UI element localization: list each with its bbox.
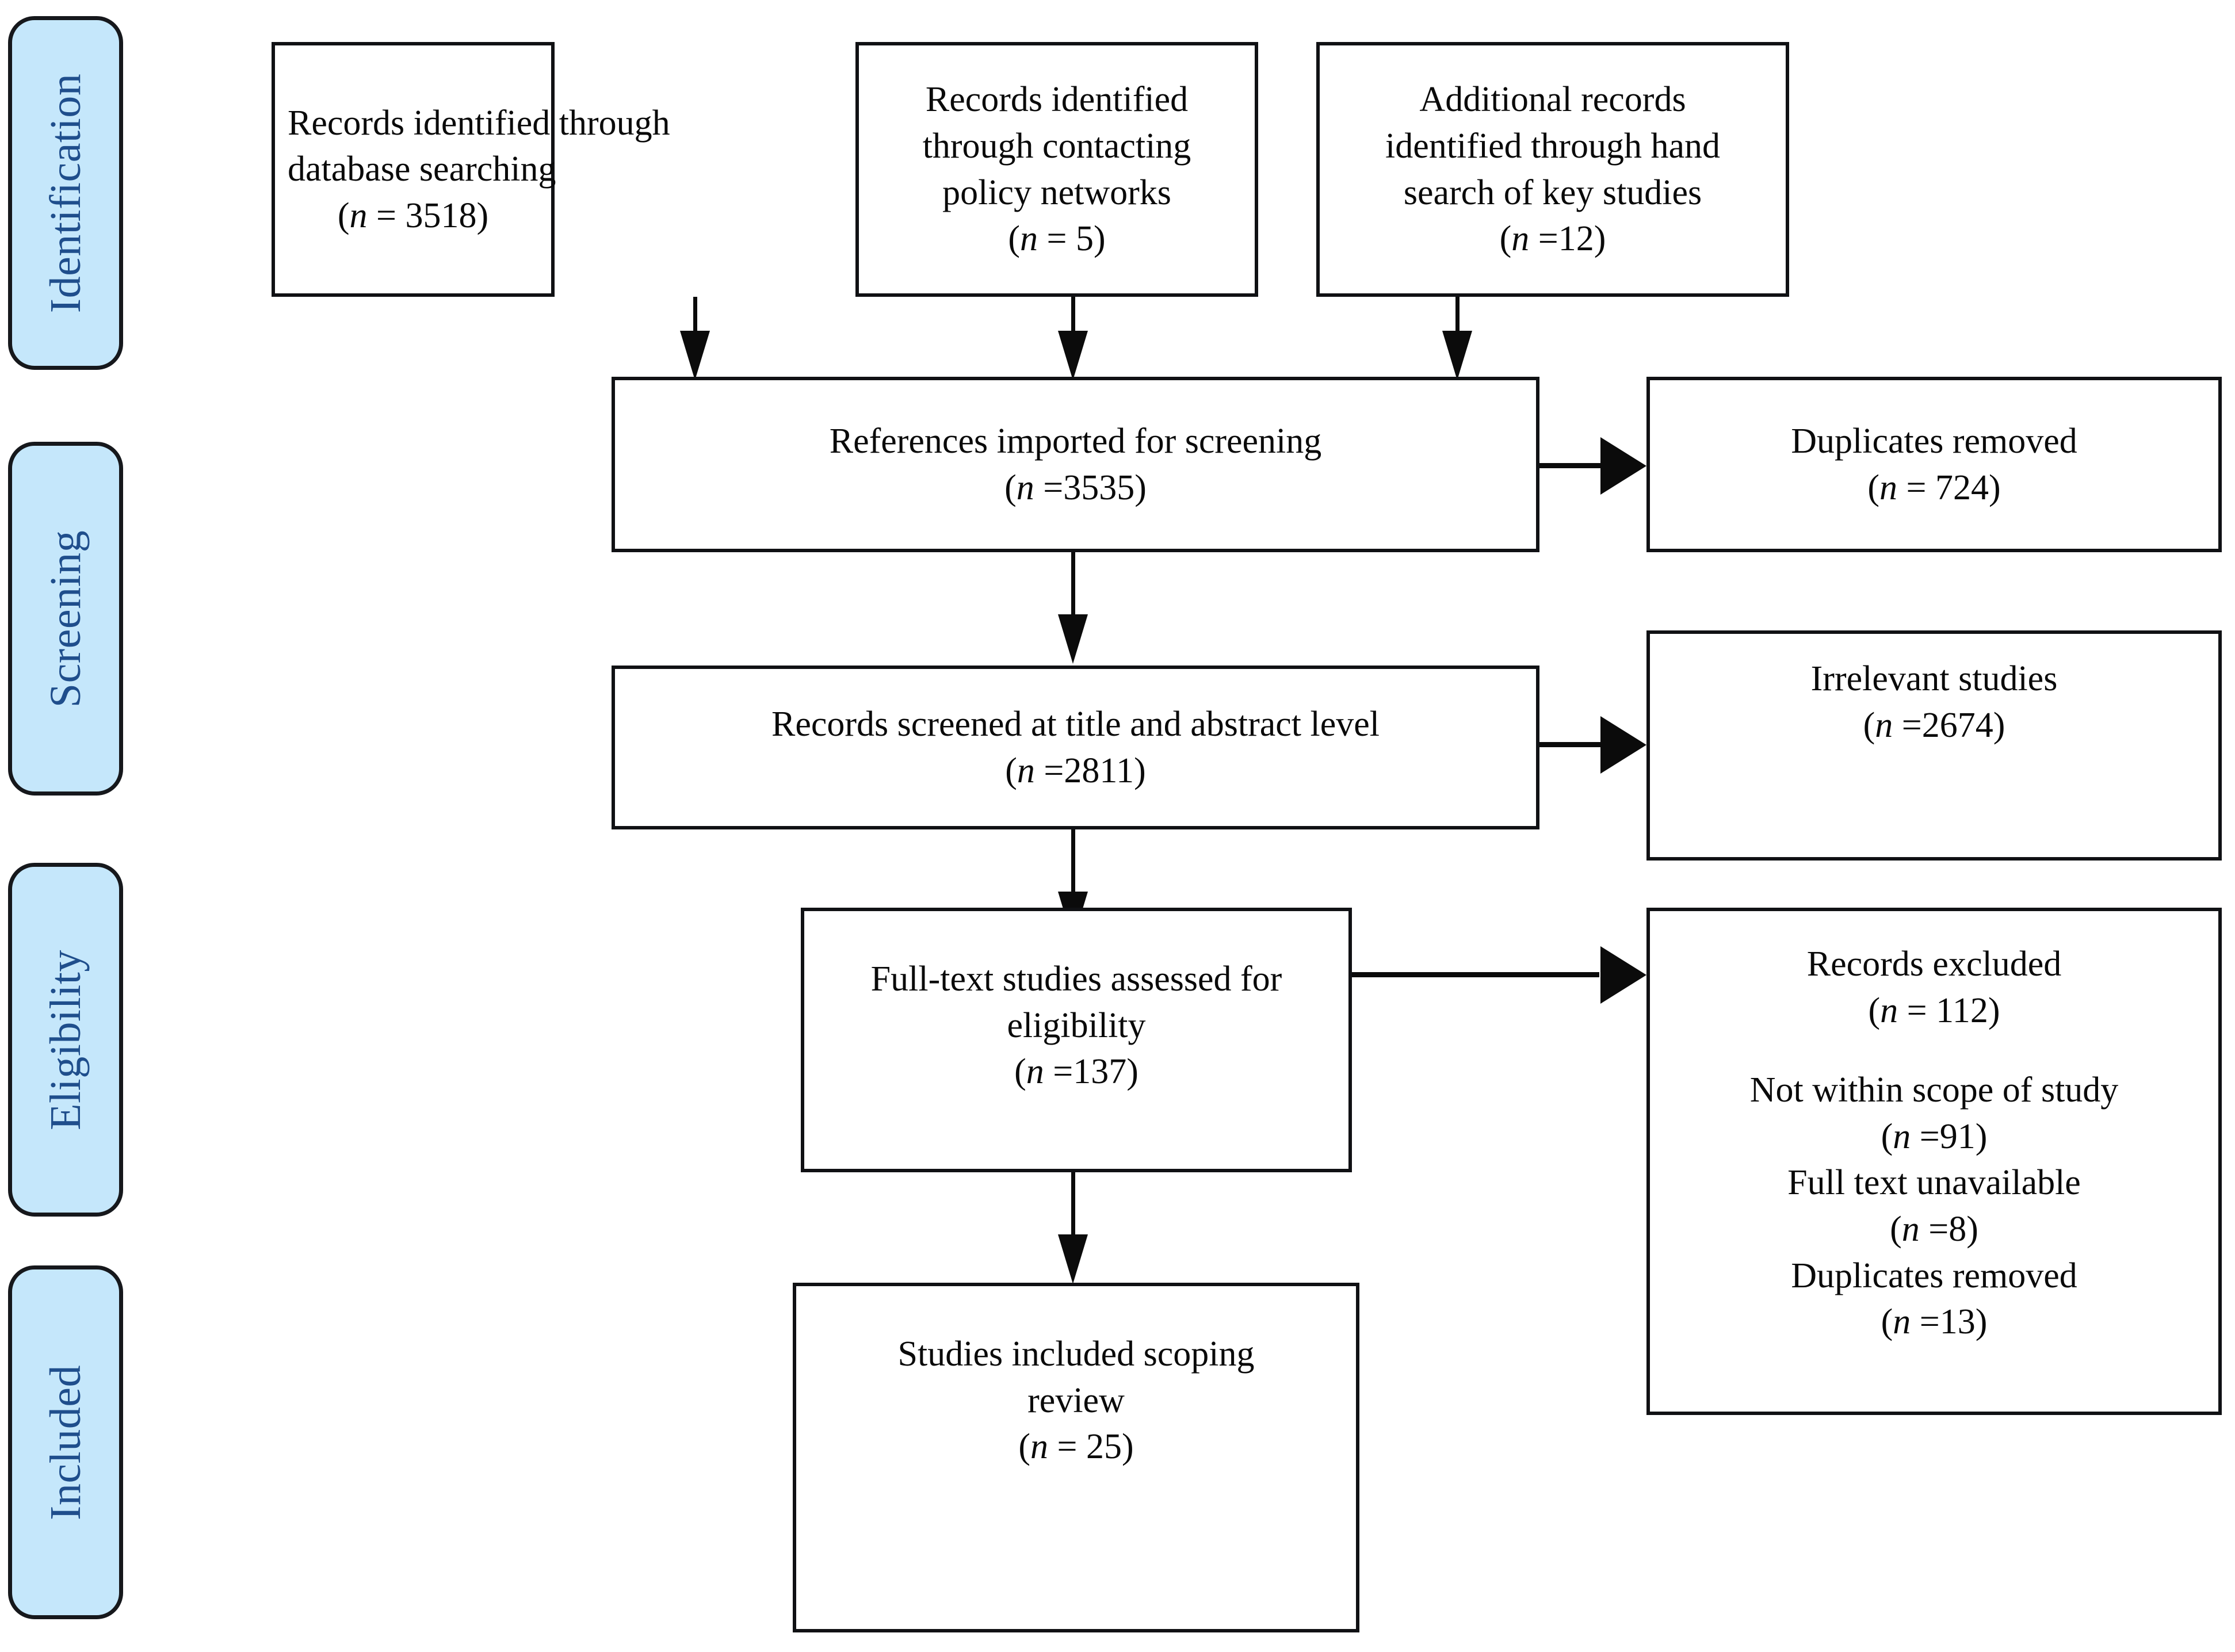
count-line: (n = 724)	[1867, 468, 2001, 507]
arrow-fulltext-to-excluded-head	[1600, 946, 1646, 1004]
stage-pill-included: Included	[8, 1265, 123, 1619]
excluded-reason-3-label: Duplicates removed	[1791, 1256, 2077, 1295]
stage-pill-eligibility: Eligibility	[8, 863, 123, 1217]
arrow-database-to-imported-stem	[693, 297, 697, 358]
stage-label-identification: Identification	[41, 73, 90, 313]
arrow-screened-to-irrelevant-stem	[1539, 742, 1640, 747]
arrow-database-to-imported-head	[680, 331, 710, 380]
count-line: (n =2811)	[1005, 751, 1146, 790]
count-line: (n =137)	[1014, 1052, 1138, 1092]
box-text-database-searching: Records identified through database sear…	[275, 100, 670, 239]
line-1: Records identified	[925, 80, 1189, 120]
line-2: identified through hand	[1385, 126, 1720, 166]
box-records-policy-networks: Records identified through contacting po…	[855, 42, 1258, 297]
line-2: through contacting	[922, 126, 1191, 166]
box-text-hand-search: Additional records identified through ha…	[1320, 77, 1786, 262]
arrow-policy-to-imported-head	[1058, 331, 1088, 380]
excluded-reason-1-label: Not within scope of study	[1749, 1070, 2119, 1110]
arrow-fulltext-to-excluded-stem	[1352, 972, 1599, 977]
box-records-hand-search: Additional records identified through ha…	[1316, 42, 1789, 297]
box-text-studies-included: Studies included scoping review (n = 25)	[796, 1286, 1356, 1470]
box-records-database-searching: Records identified through database sear…	[272, 42, 670, 297]
excluded-heading-count: (n = 112)	[1868, 991, 2000, 1030]
box-fulltext-assessed: Full-text studies assessed for eligibili…	[801, 908, 1352, 1172]
box-text-records-screened: Records screened at title and abstract l…	[615, 701, 1536, 794]
arrow-fulltext-to-included-stem	[1071, 1172, 1075, 1256]
box-records-excluded: Records excluded (n = 112) Not within sc…	[1646, 908, 2222, 1415]
arrow-hand-to-imported-head	[1442, 331, 1472, 380]
arrow-fulltext-to-included-head	[1058, 1234, 1088, 1284]
arrow-screened-to-fulltext-stem	[1071, 829, 1075, 913]
box-irrelevant-studies: Irrelevant studies (n =2674)	[1646, 630, 2222, 861]
count-line: (n =3535)	[1004, 468, 1147, 507]
line-1: Irrelevant studies	[1810, 659, 2058, 698]
count-line: (n = 25)	[1018, 1427, 1134, 1467]
box-duplicates-removed: Duplicates removed (n = 724)	[1646, 377, 2222, 552]
stage-pill-identification: Identification	[8, 16, 123, 370]
box-studies-included: Studies included scoping review (n = 25)	[793, 1283, 1359, 1632]
line-3: policy networks	[942, 173, 1171, 212]
line-2: database searching	[288, 150, 556, 189]
arrow-screened-to-irrelevant-head	[1600, 716, 1646, 774]
box-text-irrelevant-studies: Irrelevant studies (n =2674)	[1650, 634, 2218, 748]
count-line: (n = 3518)	[337, 196, 489, 235]
excluded-reason-2-label: Full text unavailable	[1787, 1163, 2081, 1203]
line-1: Studies included scoping	[897, 1334, 1255, 1374]
excluded-reason-1-count: (n =91)	[1881, 1116, 1988, 1156]
stage-pill-screening: Screening	[8, 442, 123, 796]
line-1: Records screened at title and abstract l…	[771, 704, 1380, 744]
excluded-heading: Records excluded	[1806, 944, 2062, 984]
box-text-fulltext-assessed: Full-text studies assessed for eligibili…	[804, 911, 1348, 1095]
arrow-imported-to-duplicates-stem	[1539, 463, 1640, 468]
count-line: (n =12)	[1499, 219, 1606, 259]
line-2: review	[1027, 1381, 1125, 1420]
line-1: Additional records	[1419, 80, 1686, 120]
count-line: (n =2674)	[1863, 705, 2005, 745]
box-text-policy-networks: Records identified through contacting po…	[859, 77, 1255, 262]
arrow-imported-to-screened-head	[1058, 614, 1088, 664]
excluded-gap	[1663, 1034, 2206, 1067]
stage-label-screening: Screening	[41, 530, 90, 708]
stage-label-eligibility: Eligibility	[41, 949, 90, 1130]
box-records-screened: Records screened at title and abstract l…	[612, 666, 1539, 829]
box-references-imported: References imported for screening (n =35…	[612, 377, 1539, 552]
line-1: Records identified through	[288, 103, 670, 143]
box-text-records-excluded: Records excluded (n = 112) Not within sc…	[1650, 911, 2218, 1345]
arrow-policy-to-imported-stem	[1071, 297, 1075, 358]
arrow-imported-to-duplicates-head	[1600, 437, 1646, 495]
count-line: (n = 5)	[1008, 219, 1106, 259]
line-1: References imported for screening	[829, 421, 1322, 461]
box-text-duplicates-removed: Duplicates removed (n = 724)	[1650, 418, 2218, 511]
line-1: Duplicates removed	[1791, 421, 2077, 461]
arrow-hand-to-imported-stem	[1455, 297, 1460, 358]
line-2: eligibility	[1007, 1005, 1146, 1045]
line-3: search of key studies	[1403, 173, 1702, 212]
stage-label-included: Included	[41, 1364, 90, 1520]
excluded-reason-2-count: (n =8)	[1890, 1209, 1978, 1249]
excluded-reason-3-count: (n =13)	[1881, 1302, 1988, 1342]
line-1: Full-text studies assessed for	[870, 959, 1282, 999]
arrow-imported-to-screened-stem	[1071, 552, 1075, 636]
box-text-references-imported: References imported for screening (n =35…	[615, 418, 1536, 511]
